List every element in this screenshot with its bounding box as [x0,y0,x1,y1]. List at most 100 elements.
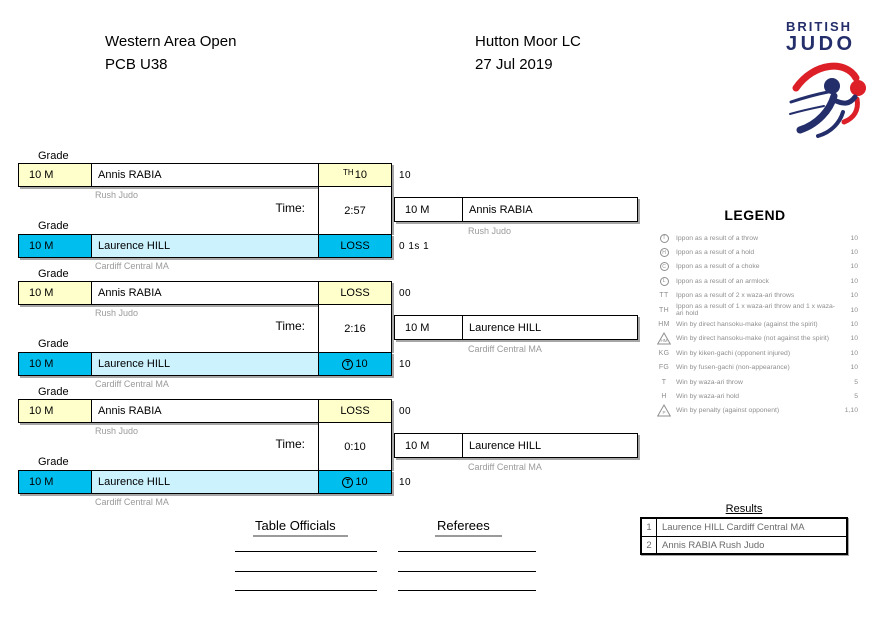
score-cell: LOSS [318,282,391,304]
contest-1-top-row: 10 M Annis RABIA TH 10 [18,163,392,187]
legend-code: T [661,378,667,386]
legend-row: TH Ippon as a result of 1 x waza-ari thr… [652,303,858,317]
legend-value: 10 [850,263,858,271]
results-title: Results [725,503,763,515]
winner-club: Rush Judo [468,226,512,236]
outer-score: 10 [399,476,412,488]
competitor-club: Cardiff Central MA [95,497,169,507]
legend-row: T Ippon as a result of a throw 10 [652,231,858,245]
legend-value: 10 [850,349,858,357]
logo-text-judo: JUDO [786,33,856,55]
winner-name: Laurence HILL [469,439,542,452]
grade-cell: 10 M [19,400,92,422]
legend-row: H Ippon as a result of a hold 10 [652,245,858,259]
legend-text: Win by fusen-gachi (non-appearance) [676,364,790,372]
outer-score: 00 [399,405,412,417]
ippon-throw-circle-icon: T [342,358,354,370]
legend-value: 10 [850,364,858,372]
competitor-name: Annis RABIA [92,400,318,422]
grade-label: Grade [38,338,69,350]
legend-text: Ippon as a result of a throw [676,234,758,242]
signature-line [235,590,377,591]
score-points: 10 [355,358,368,370]
winner-grade: 10 M [395,316,463,339]
time-label: Time: [275,437,305,451]
grade-label: Grade [38,150,69,162]
legend-row: KG Win by kiken-gachi (opponent injured)… [652,346,858,360]
referees-heading: Referees [435,518,502,537]
ippon-armlock-circle-icon: L [659,276,669,286]
contest-2-top-row: 10 M Annis RABIA LOSS [18,281,392,305]
results-panel: Results 1 Laurence HILL Cardiff Central … [640,503,848,555]
table-row: 1 Laurence HILL Cardiff Central MA [642,519,846,536]
signature-line [398,590,536,591]
grade-cell: 10 M [19,471,92,493]
competitor-club: Rush Judo [95,308,139,318]
legend-value: 10 [850,234,858,242]
legend-code: HM [658,321,670,329]
winner-grade: 10 M [395,198,463,221]
legend-row: FG Win by fusen-gachi (non-appearance) 1… [652,361,858,375]
legend-text: Win by direct hansoku-make (not against … [676,335,829,343]
hansoku-make-triangle-icon: HM [657,332,671,345]
legend-code: TH [659,306,669,314]
ippon-throw-circle-icon: T [342,476,354,488]
contest-1-bottom-row: 10 M Laurence HILL LOSS [18,234,392,258]
score-cell: T 10 [318,471,391,493]
signature-line [235,551,377,552]
signature-line [235,571,377,572]
legend-value: 5 [854,378,858,386]
result-entry: Laurence HILL Cardiff Central MA [662,522,805,533]
legend-value: 10 [850,292,858,300]
ippon-choke-circle-icon: C [659,262,669,272]
result-rank: 1 [642,519,657,536]
outer-score: 10 [399,358,412,370]
event-category: PCB U38 [105,56,168,73]
competitor-name: Laurence HILL [92,235,318,257]
contest-2-bottom-row: 10 M Laurence HILL T 10 [18,352,392,376]
legend-text: Win by kiken-gachi (opponent injured) [676,349,791,357]
winner-club: Cardiff Central MA [468,462,542,472]
score-points: 10 [355,476,368,488]
ippon-throw-circle-icon: T [659,233,669,243]
results-table: 1 Laurence HILL Cardiff Central MA 2 Ann… [640,517,848,555]
result-rank: 2 [642,537,657,553]
legend-row: L Ippon as a result of an armlock 10 [652,274,858,288]
contest-time: 0:10 [318,422,392,471]
legend-row: HM Win by direct hansoku-make (not again… [652,332,858,346]
competitor-name: Laurence HILL [92,471,318,493]
legend-text: Ippon as a result of 1 x waza-ari throw … [676,303,836,318]
legend-code: FG [658,364,670,372]
legend-value: 5 [854,392,858,400]
grade-cell: 10 M [19,353,92,375]
legend-text: Win by waza-ari hold [676,392,740,400]
table-row: 2 Annis RABIA Rush Judo [642,536,846,553]
score-cell: T 10 [318,353,391,375]
legend-text: Ippon as a result of 2 x waza-ari throws [676,292,795,300]
event-date: 27 Jul 2019 [475,56,553,73]
contest-1-winner-box: 10 M Annis RABIA [394,197,638,222]
grade-cell: 10 M [19,235,92,257]
event-title: Western Area Open [105,33,237,50]
result-entry: Annis RABIA Rush Judo [662,539,765,551]
competitor-club: Cardiff Central MA [95,379,169,389]
grade-cell: 10 M [19,282,92,304]
outer-score: 10 [399,169,412,181]
contest-time: 2:57 [318,186,392,235]
winner-name: Annis RABIA [469,203,533,216]
legend-row: C Ippon as a result of a choke 10 [652,260,858,274]
time-label: Time: [275,201,305,215]
competitor-club: Cardiff Central MA [95,261,169,271]
score-cell: TH 10 [318,164,391,186]
contest-time: 2:16 [318,304,392,353]
legend-text: Ippon as a result of a hold [676,249,755,257]
competitor-name: Annis RABIA [92,282,318,304]
legend-rows: T Ippon as a result of a throw 10 H Ippo… [652,231,858,418]
legend-code: KG [658,349,670,357]
contest-3: Grade 10 M Annis RABIA LOSS Rush Judo 00… [0,386,660,507]
legend-row: HM Win by direct hansoku-make (against t… [652,317,858,331]
grade-label: Grade [38,456,69,468]
contest-3-winner-box: 10 M Laurence HILL [394,433,638,458]
ippon-hold-circle-icon: H [659,248,669,258]
